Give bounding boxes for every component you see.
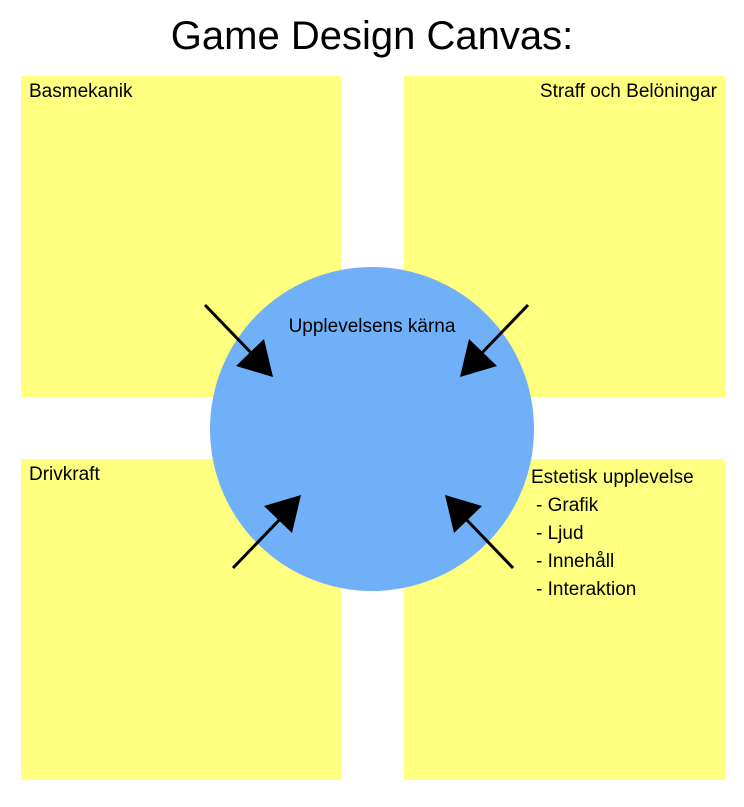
arrow-top-left xyxy=(203,303,258,360)
aesthetic-item-interaktion: - Interaktion xyxy=(536,579,637,600)
aesthetic-item-grafik: - Grafik xyxy=(536,495,599,516)
arrowhead-top-left xyxy=(236,339,273,377)
arrowhead-bottom-right xyxy=(445,495,482,533)
arrowhead-bottom-left xyxy=(264,495,301,533)
core-label: Upplevelsens kärna xyxy=(288,316,456,337)
aesthetic-list: - Grafik - Ljud - Innehåll - Interaktion xyxy=(531,492,694,604)
quadrant-label-drivkraft: Drivkraft xyxy=(29,464,100,485)
aesthetic-item-innehall: - Innehåll xyxy=(536,551,615,572)
arrowhead-top-right xyxy=(460,339,497,377)
arrow-bottom-right xyxy=(460,513,515,570)
quadrant-label-straff-och-beloningar: Straff och Belöningar xyxy=(539,81,717,102)
aesthetic-block: Estetisk upplevelse - Grafik - Ljud - In… xyxy=(531,464,694,604)
aesthetic-heading: Estetisk upplevelse xyxy=(531,467,694,488)
page-title: Game Design Canvas: xyxy=(170,14,574,58)
quadrant-label-basmekanik: Basmekanik xyxy=(29,81,133,102)
arrow-bottom-left xyxy=(231,513,286,570)
aesthetic-item-ljud: - Ljud xyxy=(536,523,584,544)
arrow-top-right xyxy=(475,303,530,360)
